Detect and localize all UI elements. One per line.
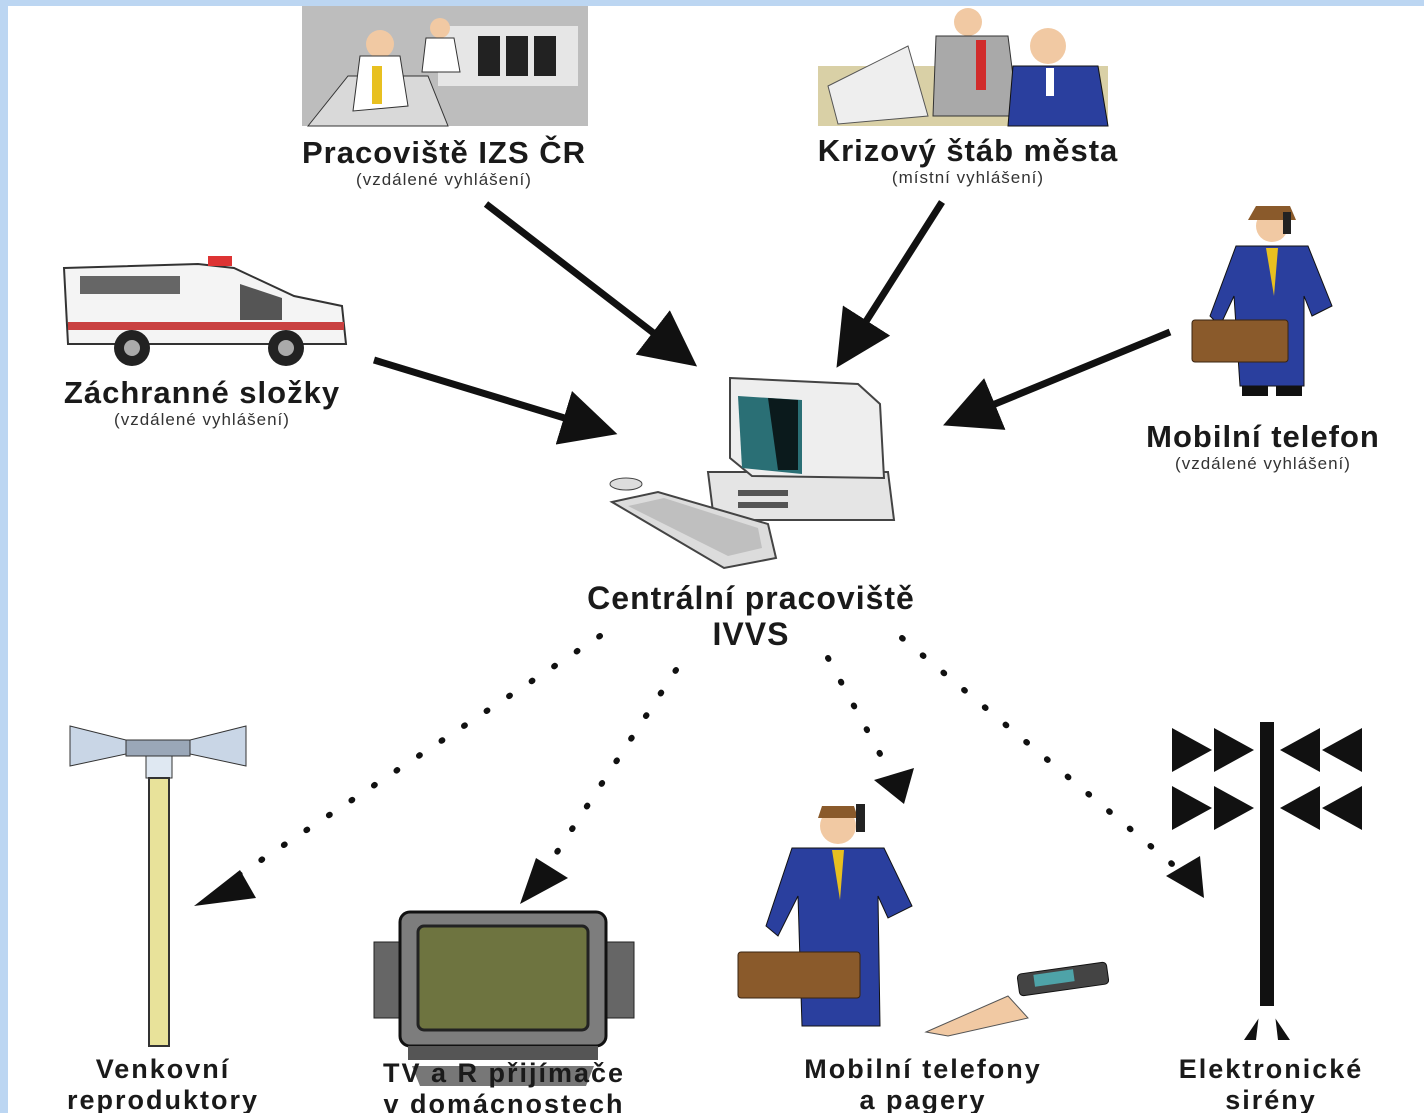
source-zachranne-title: Záchranné složky (63, 375, 341, 410)
output-sireny-line2: sirény (1225, 1085, 1317, 1113)
businessman-phone-icon (1191, 206, 1333, 396)
output-venkovni-line1: Venkovní (95, 1054, 231, 1084)
diagram-canvas: Pracoviště IZS ČR (vzdálené vyhlášení) K… (8, 6, 1424, 1113)
source-krizovy-label: Krizový štáb města (místní vyhlášení) (748, 134, 1188, 188)
businessman-pager-icon (737, 804, 1110, 1037)
source-krizovy-subtitle: (místní vyhlášení) (891, 168, 1045, 187)
output-sireny-line1: Elektronické (1178, 1054, 1364, 1084)
source-izs-label: Pracoviště IZS ČR (vzdálené vyhlášení) (234, 136, 654, 190)
source-krizovy-title: Krizový štáb města (817, 133, 1119, 168)
computer-icon (609, 376, 896, 570)
control-room-icon (302, 6, 588, 127)
source-mobil-title: Mobilní telefon (1146, 419, 1380, 454)
tv-icon (373, 910, 635, 1086)
source-mobil-subtitle: (vzdálené vyhlášení) (1175, 454, 1351, 473)
diagram-artwork (62, 6, 1362, 1086)
siren-tower-icon (1172, 722, 1362, 1040)
output-tv-label: TV a R přijímače v domácnostech (324, 1058, 684, 1113)
source-zachranne-subtitle: (vzdálené vyhlášení) (114, 410, 290, 429)
ambulance-icon (62, 256, 348, 366)
output-mobilni-line1: Mobilní telefony (804, 1054, 1042, 1084)
source-zachranne-label: Záchranné složky (vzdálené vyhlášení) (8, 376, 402, 430)
output-arrows (225, 633, 1187, 885)
meeting-icon (818, 8, 1109, 127)
output-tv-line1: TV a R přijímače (382, 1058, 626, 1088)
output-tv-line2: v domácnostech (383, 1089, 625, 1113)
source-izs-subtitle: (vzdálené vyhlášení) (356, 170, 532, 189)
loudspeaker-pole-icon (69, 725, 247, 1047)
output-venkovni-line2: reproduktory (66, 1085, 260, 1113)
source-mobil-label: Mobilní telefon (vzdálené vyhlášení) (1098, 420, 1424, 474)
center-label: Centrální pracoviště IVVS (516, 580, 986, 652)
output-mobilni-line2: a pagery (859, 1085, 987, 1113)
output-sireny-label: Elektronické sirény (1126, 1054, 1416, 1113)
output-arrowheads (194, 768, 1204, 906)
input-arrows (372, 200, 1172, 445)
center-line2: IVVS (712, 616, 790, 652)
output-mobilni-label: Mobilní telefony a pagery (748, 1054, 1098, 1113)
center-line1: Centrální pracoviště (587, 580, 915, 616)
source-izs-title: Pracoviště IZS ČR (301, 135, 587, 170)
output-venkovni-label: Venkovní reproduktory (18, 1054, 308, 1113)
